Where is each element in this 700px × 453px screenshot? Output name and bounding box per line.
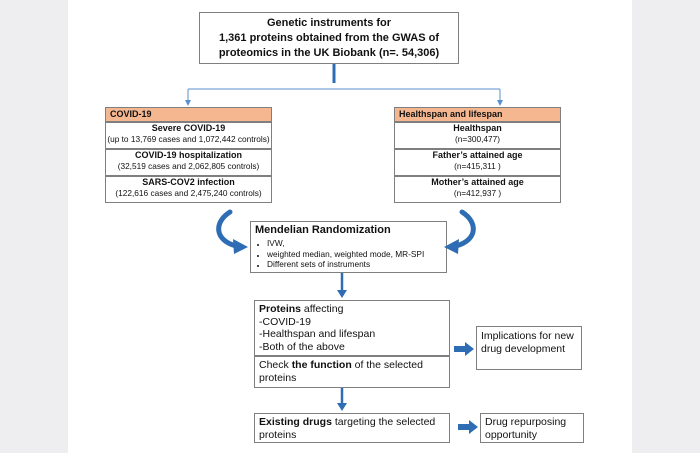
proteins-line: -Both of the above (259, 340, 345, 353)
lifespan-item-healthspan: Healthspan (n=300,477) (394, 122, 561, 149)
implications-box: Implications for new drug development (476, 326, 582, 370)
lifespan-item-mother: Mother’s attained age (n=412,937 ) (394, 176, 561, 203)
implications-text: Implications for new drug development (481, 330, 574, 355)
covid-item-title: SARS-COV2 infection (142, 177, 235, 187)
mr-item: weighted median, weighted mode, MR-SPI (267, 249, 442, 260)
repurposing-box: Drug repurposing opportunity (480, 413, 584, 443)
drugs-post: targeting the selected proteins (259, 416, 436, 441)
mr-item: Different sets of instruments (267, 259, 442, 270)
covid-item-title: COVID-19 hospitalization (134, 150, 242, 160)
mr-title: Mendelian Randomization (255, 224, 391, 236)
covid-item-title: Severe COVID-19 (151, 123, 226, 133)
covid-item-detail: (122,616 cases and 2,475,240 controls) (115, 188, 262, 198)
covid-item-hospitalization: COVID-19 hospitalization (32,519 cases a… (105, 149, 272, 176)
mr-box: Mendelian Randomization IVW, weighted me… (250, 221, 447, 273)
lifespan-item-detail: (n=412,937 ) (453, 188, 502, 198)
source-box: Genetic instruments for 1,361 proteins o… (199, 12, 459, 64)
mr-list: IVW, weighted median, weighted mode, MR-… (255, 238, 442, 270)
lifespan-header: Healthspan and lifespan (394, 107, 561, 122)
lifespan-item-detail: (n=300,477) (455, 134, 500, 144)
function-box: Check the function of the selected prote… (254, 356, 450, 388)
covid-item-severe: Severe COVID-19 (up to 13,769 cases and … (105, 122, 272, 149)
source-line-2: 1,361 proteins obtained from the GWAS of (218, 32, 440, 44)
covid-item-detail: (32,519 cases and 2,062,805 controls) (117, 161, 260, 171)
lifespan-item-father: Father’s attained age (n=415,311 ) (394, 149, 561, 176)
drugs-bold: Existing drugs (259, 416, 332, 428)
function-post: of the selected proteins (259, 359, 423, 384)
covid-item-detail: (up to 13,769 cases and 1,072,442 contro… (107, 134, 270, 144)
lifespan-item-title: Father’s attained age (432, 150, 523, 160)
lifespan-item-detail: (n=415,311 ) (454, 161, 501, 171)
source-line-3: proteomics in the UK Biobank (n=. 54,306… (218, 47, 440, 59)
function-pre: Check (259, 359, 292, 371)
proteins-box: Proteins affecting -COVID-19 -Healthspan… (254, 300, 450, 356)
repurposing-text: Drug repurposing opportunity (485, 416, 567, 441)
lifespan-item-title: Healthspan (453, 123, 502, 133)
proteins-title-bold: Proteins (259, 303, 302, 315)
mr-item: IVW, (267, 238, 442, 249)
drugs-box: Existing drugs targeting the selected pr… (254, 413, 450, 443)
covid-header: COVID-19 (105, 107, 272, 122)
proteins-line: -COVID-19 (259, 315, 311, 328)
covid-item-infection: SARS-COV2 infection (122,616 cases and 2… (105, 176, 272, 203)
function-bold: the function (291, 359, 352, 371)
proteins-title-rest: affecting (301, 303, 344, 315)
source-line-1: Genetic instruments for (266, 17, 392, 29)
proteins-line: -Healthspan and lifespan (259, 328, 376, 340)
lifespan-item-title: Mother’s attained age (431, 177, 524, 187)
